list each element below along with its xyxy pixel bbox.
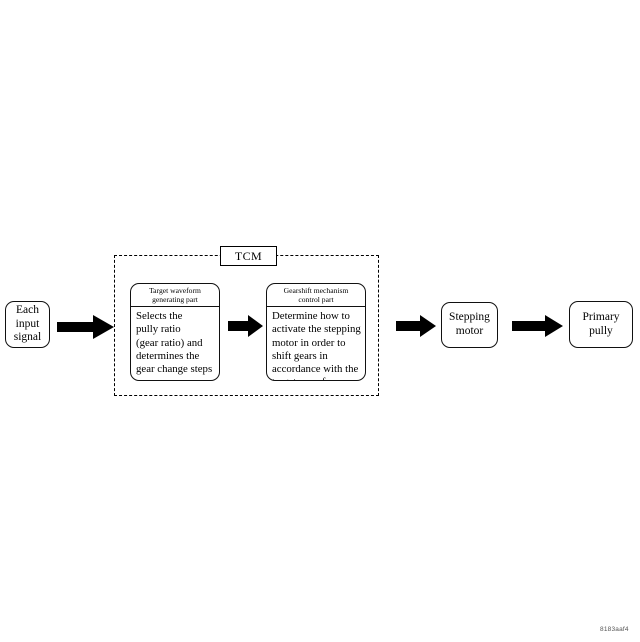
part-box-target-waveform-header: Target waveform generating part bbox=[131, 284, 219, 307]
part-box-gearshift-mechanism-header: Gearshift mechanism control part bbox=[267, 284, 365, 307]
part-box-target-waveform-body: Selects the pully ratio (gear ratio) and… bbox=[136, 310, 213, 376]
arrow-stepping-motor-to-primary-pully bbox=[512, 315, 563, 337]
part-box-gearshift-mechanism-body: Determine how to activate the stepping m… bbox=[272, 310, 361, 380]
reference-code-text: 8183aaf4 bbox=[600, 626, 629, 633]
arrow-target-waveform-to-gearshift bbox=[228, 315, 263, 337]
node-primary-pully-label: Primary pully bbox=[582, 310, 620, 337]
node-stepping-motor: Stepping motor bbox=[441, 302, 498, 348]
arrow-tcm-to-stepping-motor bbox=[396, 315, 436, 337]
part-box-target-waveform: Target waveform generating part Selects … bbox=[130, 283, 220, 381]
reference-code: 8183aaf4 bbox=[600, 626, 629, 633]
tcm-group-label-text: TCM bbox=[234, 248, 263, 263]
tcm-group-label: TCM bbox=[220, 246, 277, 266]
node-stepping-motor-label: Stepping motor bbox=[449, 311, 490, 337]
arrow-input-to-tcm bbox=[57, 315, 114, 339]
node-each-input-signal: Each input signal bbox=[5, 301, 50, 348]
node-primary-pully: Primary pully bbox=[569, 301, 633, 348]
part-box-gearshift-mechanism: Gearshift mechanism control part Determi… bbox=[266, 283, 366, 381]
node-each-input-signal-label: Each input signal bbox=[13, 304, 42, 344]
